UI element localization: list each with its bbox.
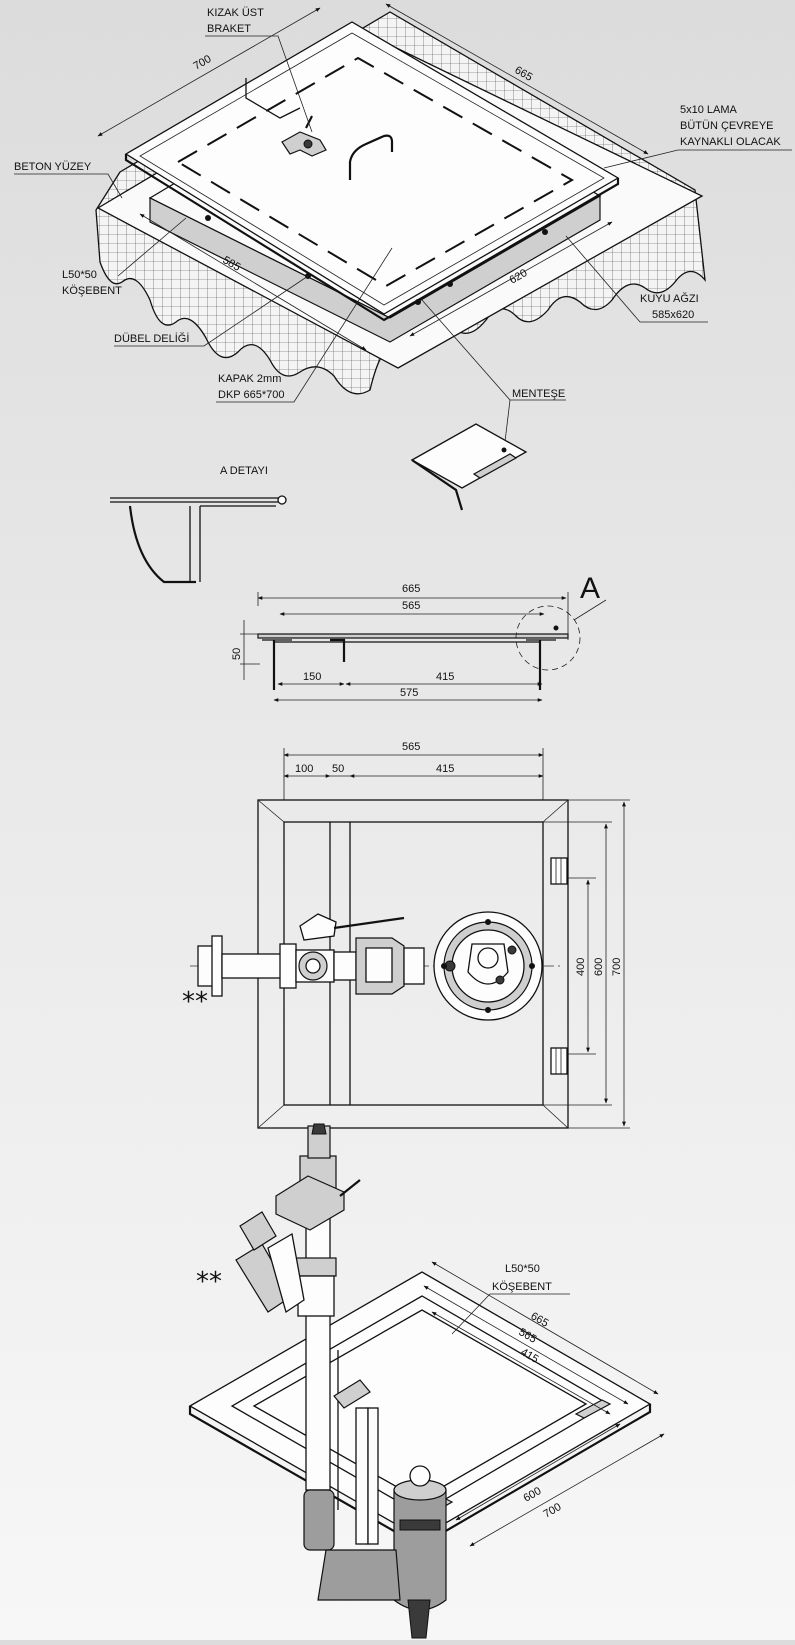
plan-dim-600: 600 [593,958,605,976]
plan-hinge-top [550,857,568,885]
label-kuyu-size: 585x620 [652,309,694,321]
label-beton-yuzey: BETON YÜZEY [14,161,92,173]
iso-guide-bracket [333,1379,371,1409]
label-kapak-size: DKP 665*700 [218,389,284,401]
cover-plate-edge [124,154,620,322]
plan-dim-50: 50 [332,763,344,775]
label-mentese: MENTEŞE [512,388,565,400]
label-kuyu-agzi: KUYU AĞZI [640,292,699,305]
detail-section-curve [128,505,196,584]
section-view: 665 565 50 150 415 575 A [231,572,607,702]
sled-top-bracket [281,115,327,157]
iso-label-kosebent: KÖŞEBENT [492,1281,552,1293]
iso-label-l50: L50*50 [505,1263,540,1275]
iso-dim-665: 665 [529,1310,551,1330]
iso-dim-600: 600 [522,1485,544,1505]
dim-665-iso: 665 [513,64,535,84]
a-detail-view: A DETAYI [110,465,287,584]
sec-cover-plate [257,633,569,639]
plan-pipe-assembly [197,913,425,997]
sec-dim-150: 150 [303,671,321,683]
sec-dim-665: 665 [402,583,420,595]
sec-dim-415: 415 [436,671,454,683]
plan-double-star-note: ** [182,987,208,1017]
plan-dim-700: 700 [611,958,623,976]
iso-side-inlet [235,1211,305,1314]
label-kaynakli: KAYNAKLI OLACAK [680,136,781,148]
sec-dim-565: 565 [402,600,420,612]
label-l50-top: L50*50 [62,269,97,281]
sec-dim-50: 50 [231,648,243,660]
label-butun-cevreye: BÜTÜN ÇEVREYE [680,120,774,132]
label-a-detayi: A DETAYI [220,465,268,477]
plan-dim-415: 415 [436,763,454,775]
hinge-detail [410,423,528,511]
label-dubel-deligi: DÜBEL DELİĞİ [114,332,189,345]
isometric-frame-view: ** L50*50 KÖŞEBENT 665 565 415 600 700 [188,1123,665,1639]
label-kizak-ust: KIZAK ÜST [207,7,264,19]
label-braket: BRAKET [207,23,251,35]
plan-dim-100: 100 [295,763,313,775]
plan-dim-565: 565 [402,741,420,753]
plan-hinge-bottom [550,1047,568,1075]
detail-hinge-pin [277,495,287,505]
plan-view: 565 100 50 415 [182,741,630,1129]
sec-dim-575: 575 [400,687,418,699]
detail-a-marker: A [580,572,600,605]
detail-a-callout-circle [515,605,581,671]
dim-700-iso: 700 [192,53,214,73]
iso-riser-pipe [275,1123,361,1491]
iso-pump [317,1465,447,1639]
plan-dim-400: 400 [575,958,587,976]
plan-pump [433,911,543,1021]
label-kapak: KAPAK 2mm [218,373,281,385]
isometric-cover-view: 700 665 585 620 KIZAK ÜST BRAKET 5x10 LA… [14,3,792,511]
iso-double-star-note: ** [196,1267,222,1297]
label-lama: 5x10 LAMA [680,104,738,116]
iso-dim-700: 700 [542,1501,564,1521]
label-kosebent-top: KÖŞEBENT [62,285,122,297]
